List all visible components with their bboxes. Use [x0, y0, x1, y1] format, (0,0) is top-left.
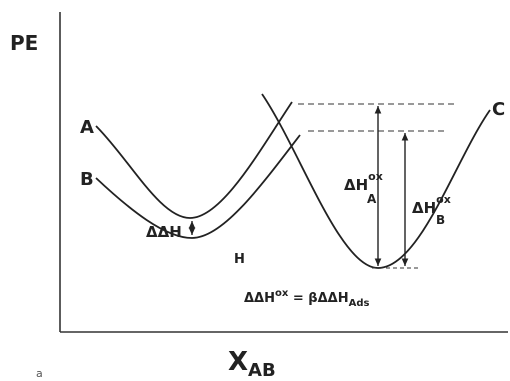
delta-h-ox-b-sub: B	[436, 213, 445, 227]
axis-y-label: PE	[10, 31, 38, 55]
curve-a-label: A	[80, 117, 94, 138]
delta-h-ox-b-label: ΔHox	[412, 193, 451, 217]
delta-h-ox-b-main: ΔH	[412, 199, 436, 217]
delta-h-ox-a-main: ΔH	[344, 176, 368, 194]
h-label: H	[234, 252, 245, 267]
equation-label: ΔΔHox = βΔΔHAds	[244, 288, 370, 309]
delta-h-ox-b-sup: ox	[436, 193, 451, 206]
axis-x-label-sub: AB	[248, 360, 276, 381]
curve-c	[261, 93, 491, 269]
curve-c-label: C	[492, 99, 505, 120]
axis-x-label-main: X	[228, 347, 248, 377]
equation-mid: = βΔΔH	[288, 291, 348, 306]
delta-delta-h-label: ΔΔH	[146, 223, 182, 241]
curve-a	[95, 101, 293, 219]
equation-sup: ox	[275, 288, 289, 299]
curve-b	[95, 134, 301, 239]
axis-x-label: XAB	[228, 347, 276, 381]
equation-sub: Ads	[349, 298, 370, 309]
delta-h-ox-a-sup: ox	[368, 170, 383, 183]
curve-b-label: B	[80, 169, 94, 190]
corner-mark: a	[36, 367, 43, 380]
delta-h-ox-a-label: ΔHox	[344, 170, 383, 194]
delta-h-ox-a-sub: A	[367, 192, 377, 206]
equation-main: ΔΔH	[244, 291, 275, 306]
